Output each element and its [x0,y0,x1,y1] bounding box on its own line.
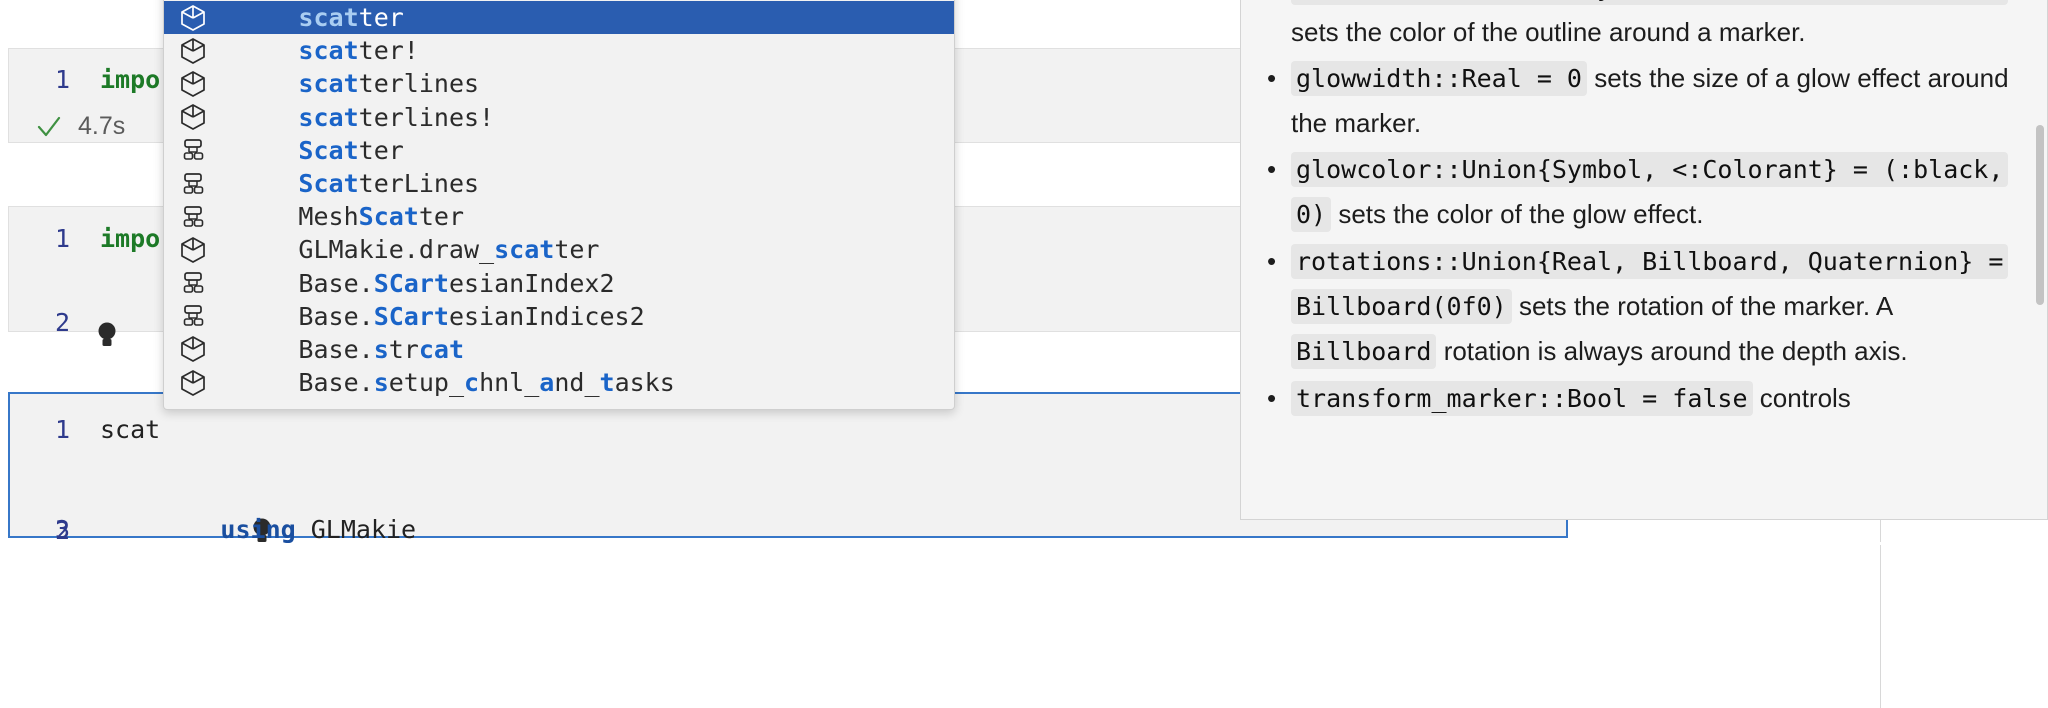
autocomplete-item-label: Base.strcat [298,334,465,364]
autocomplete-item-label: ScatterLines [298,169,480,199]
code-token-import: impo [100,65,161,94]
cell-3-code-line-1: 1 scat [14,413,160,447]
bulb-icon[interactable] [100,516,273,579]
editor-gutter-rule-lower [1880,545,1881,708]
cube-icon [178,0,298,124]
cell-1-status: 4.7s [36,112,125,141]
documentation-attribute-list: strokecolor::Union{Symbol, <:Colorant} =… [1263,0,2021,421]
autocomplete-item-label: scatterlines! [298,102,495,132]
autocomplete-item-label: scatter! [298,36,419,66]
code-token-using: using [220,515,296,544]
autocomplete-item-MeshScatter[interactable]: MeshScatter [164,200,954,233]
autocomplete-item-ScatterLines[interactable]: ScatterLines [164,167,954,200]
line-number: 1 [54,415,70,444]
struct-icon [178,210,298,356]
autocomplete-item-label: scatter [298,3,404,33]
autocomplete-item-label: Base.SCartesianIndices2 [298,301,645,331]
cube-icon [178,0,298,91]
struct-icon [178,111,298,257]
check-icon [36,114,62,140]
cell-1-code-line-1: 1 impo [14,63,160,97]
autocomplete-item-glmakie-draw-scatter[interactable]: GLMakie.draw_scatter [164,233,954,266]
cube-icon [178,11,298,157]
doc-text-transform-marker: controls [1752,383,1851,413]
doc-text-glowwidth: sets the size of a glow effect around th… [1291,63,2009,138]
autocomplete-item-setup-chnl-and-tasks[interactable]: Base.setup_chnl_and_tasks [164,366,954,399]
cell-runtime: 4.7s [78,112,126,140]
autocomplete-item-scatterlines-bang[interactable]: scatterlines! [164,101,954,134]
cell-3-code-line-3: 3 using GLMakie [14,479,416,581]
autocomplete-item-label: GLMakie.draw_scatter [298,235,600,265]
line-number: 2 [54,516,70,545]
doc-code-billboard: Billboard [1291,334,1437,369]
doc-entry-strokecolor: strokecolor::Union{Symbol, <:Colorant} =… [1263,0,2021,54]
autocomplete-item-label: Base.SCartesianIndex2 [298,268,615,298]
autocomplete-item-label: scatterlines [298,69,480,99]
line-number: 3 [54,515,70,544]
bulb-icon[interactable] [96,253,247,419]
documentation-panel[interactable]: strokecolor::Union{Symbol, <:Colorant} =… [1240,0,2048,520]
cube-icon [178,276,298,409]
struct-icon [178,243,298,389]
doc-entry-rotations: rotations::Union{Real, Billboard, Quater… [1263,239,2021,374]
doc-entry-glowwidth: glowwidth::Real = 0 sets the size of a g… [1263,56,2021,145]
documentation-scrollbar[interactable] [2036,125,2044,305]
doc-entry-glowcolor: glowcolor::Union{Symbol, <:Colorant} = (… [1263,147,2021,237]
autocomplete-popup[interactable]: scatter scatter! scatterlines [163,0,955,410]
doc-entry-transform-marker: transform_marker::Bool = false controls [1263,376,2021,421]
doc-text-glowcolor: sets the color of the glow effect. [1331,199,1704,229]
doc-text-rotations-b: rotation is always around the depth axis… [1436,336,1908,366]
doc-code-strokecolor: strokecolor::Union{Symbol, <:Colorant} =… [1291,0,2009,5]
line-number: 1 [54,224,70,253]
autocomplete-item-strcat[interactable]: Base.strcat [164,333,954,366]
doc-text-strokecolor: sets the color of the outline around a m… [1291,17,1806,47]
autocomplete-item-Scatter[interactable]: Scatter [164,134,954,167]
autocomplete-item-label: Base.setup_chnl_and_tasks [298,368,675,398]
autocomplete-item-label: MeshScatter [298,202,465,232]
autocomplete-item-SCartesianIndex2[interactable]: Base.SCartesianIndex2 [164,267,954,300]
struct-icon [178,77,298,223]
autocomplete-item-scatter-bang[interactable]: scatter! [164,34,954,67]
doc-code-transform-marker: transform_marker::Bool = false [1291,381,1753,416]
doc-text-rotations-a: sets the rotation of the marker. A [1511,291,1892,321]
line-number: 2 [54,308,70,337]
autocomplete-item-label: Scatter [298,135,404,165]
cell-3-code-line-2: 2 [14,446,273,616]
doc-code-glowwidth: glowwidth::Real = 0 [1291,61,1587,96]
cube-icon [178,310,298,409]
code-token-glmakie-module: GLMakie [295,515,417,544]
autocomplete-item-scatterlines[interactable]: scatterlines [164,67,954,100]
struct-icon [178,144,298,290]
code-token-import: impo [100,224,161,253]
cell-2-code-line-1: 1 impo [14,222,160,256]
code-token-scat: scat [100,415,161,444]
autocomplete-item-SCartesianIndices2[interactable]: Base.SCartesianIndices2 [164,300,954,333]
autocomplete-item-scatter[interactable]: scatter [164,1,954,35]
cube-icon [178,177,298,323]
cube-icon [178,44,298,190]
line-number: 1 [54,65,70,94]
